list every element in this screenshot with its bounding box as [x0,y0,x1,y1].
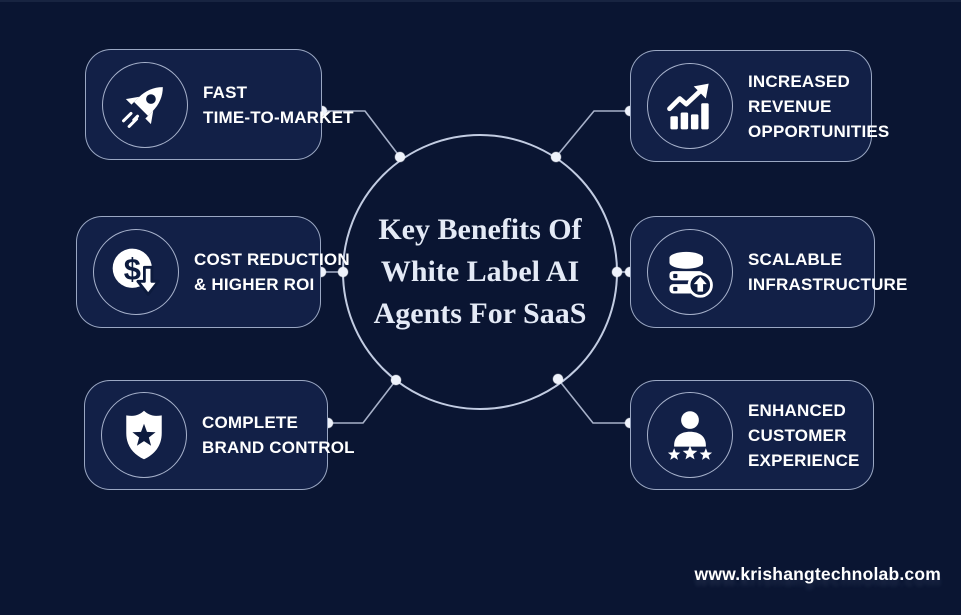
dollar-down-icon: $ [112,248,160,296]
card-title: FAST TIME-TO-MARKET [203,80,354,130]
card-title: INCREASED REVENUE OPPORTUNITIES [748,69,889,144]
person-stars-icon [667,411,713,460]
card-title-line: INFRASTRUCTURE [748,275,908,294]
card-title-line: COST REDUCTION [194,250,350,269]
card-title: COMPLETE BRAND CONTROL [202,410,355,460]
website-url: www.krishangtechnolab.com [694,564,941,584]
bar-chart-up-icon [667,83,709,130]
icon-circle [101,392,187,478]
icon-circle [647,392,733,478]
database-up-icon [669,251,713,298]
icon-circle [102,61,188,148]
card-title-line: EXPERIENCE [748,450,860,470]
card-title-line: OPPORTUNITIES [748,121,890,141]
card-title-line: & HIGHER ROI [194,275,315,294]
page-title-line: Agents For SaaS [373,297,587,330]
card-title-line: ENHANCED [748,400,846,420]
card-title-line: REVENUE [748,96,832,116]
icon-circle [647,229,733,315]
shield-star-icon [126,410,162,460]
card-title: COST REDUCTION & HIGHER ROI [194,247,350,297]
page-title-line: Key Benefits Of [378,213,582,246]
benefit-card-increased-revenue: INCREASED REVENUE OPPORTUNITIES [630,50,889,162]
rocket-icon [122,86,163,128]
benefit-card-brand-control: COMPLETE BRAND CONTROL [84,380,355,490]
card-title-line: INCREASED [748,71,850,91]
card-title-line: COMPLETE [202,413,299,432]
benefit-card-fast-time-to-market: FAST TIME-TO-MARKET [85,49,354,160]
benefit-card-cost-reduction: $ COST REDUCTION & HIGHER ROI [76,216,350,328]
card-title: SCALABLE INFRASTRUCTURE [748,247,908,297]
benefit-card-scalable-infrastructure: SCALABLE INFRASTRUCTURE [630,216,907,328]
page-title-line: White Label AI [380,255,580,288]
card-title-line: FAST [203,82,248,102]
icon-circle [647,63,733,149]
icon-circle: $ [93,229,179,315]
card-title-line: CUSTOMER [748,425,847,445]
svg-text:$: $ [124,251,141,286]
benefit-card-customer-experience: ENHANCED CUSTOMER EXPERIENCE [630,380,874,490]
central-title-circle: Key Benefits Of White Label AI Agents Fo… [343,135,617,409]
card-title-line: TIME-TO-MARKET [203,107,354,127]
card-title-line: SCALABLE [748,250,843,269]
card-title-line: BRAND CONTROL [202,438,355,457]
card-title: ENHANCED CUSTOMER EXPERIENCE [748,398,860,473]
